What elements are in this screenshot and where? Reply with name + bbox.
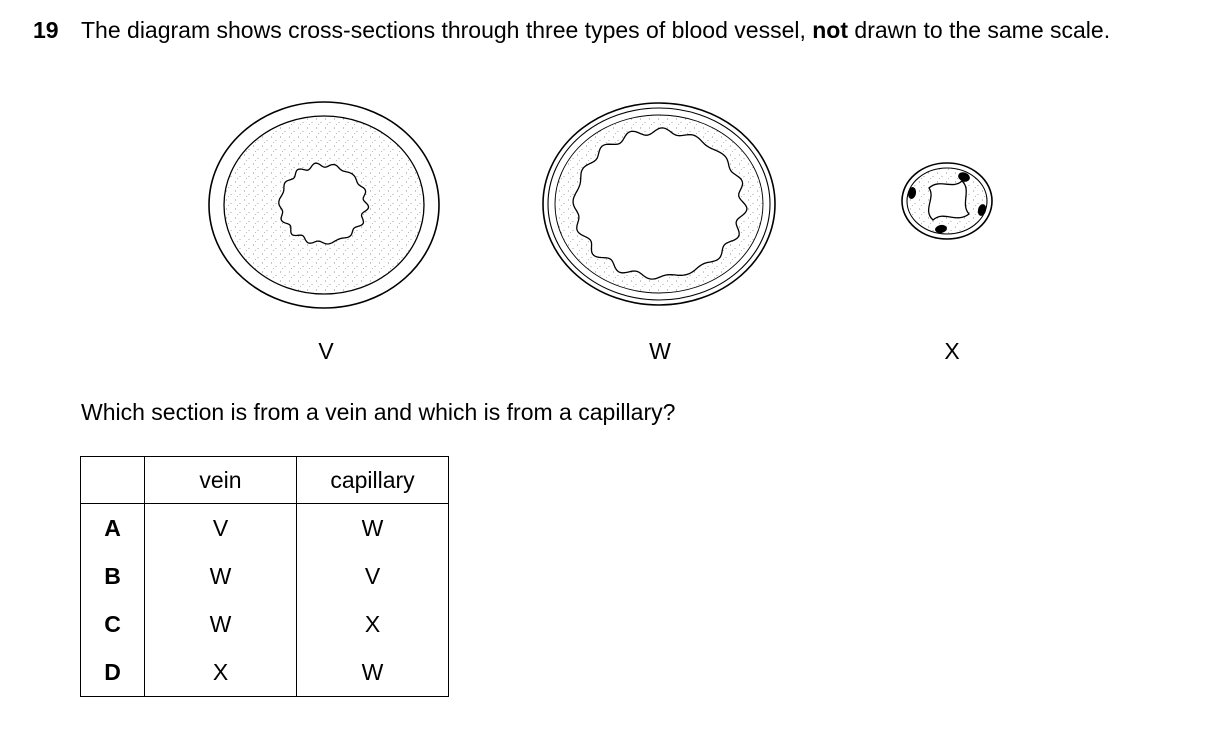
label-x: X [944, 338, 960, 364]
header-capillary: capillary [296, 456, 449, 504]
table-header-row: vein capillary [80, 456, 449, 504]
vessel-x-nucleus [935, 224, 947, 234]
stem-text-before: The diagram shows cross-sections through… [81, 17, 813, 43]
header-blank [80, 456, 145, 504]
label-v: V [318, 338, 334, 364]
question-number: 19 [33, 17, 59, 43]
blood-vessel-diagram [208, 101, 993, 309]
table-row: A V W [80, 503, 449, 552]
option-capillary: V [296, 552, 449, 600]
stem-text-after: drawn to the same scale. [848, 17, 1111, 43]
vessel-w-lumen [572, 127, 748, 280]
vessel-x-nucleus [977, 204, 987, 216]
header-vein: vein [144, 456, 297, 504]
option-key: A [80, 503, 145, 552]
option-key: B [80, 552, 145, 600]
option-capillary: W [296, 648, 449, 697]
table-row: C W X [80, 600, 449, 648]
option-vein: X [144, 648, 297, 697]
vessel-section-x [901, 162, 993, 240]
option-key: D [80, 648, 145, 697]
vessel-v-lumen [278, 162, 370, 245]
vessel-section-v [208, 101, 440, 309]
vessel-x-lumen [928, 180, 970, 221]
question-prompt: Which section is from a vein and which i… [81, 399, 676, 425]
option-capillary: W [296, 503, 449, 552]
option-vein: W [144, 600, 297, 648]
stem-emphasis: not [812, 17, 849, 43]
table-row: D X W [80, 648, 449, 697]
option-key: C [80, 600, 145, 648]
table-row: B W V [80, 552, 449, 600]
question-stem: The diagram shows cross-sections through… [81, 16, 1169, 45]
vessel-x-nucleus [907, 187, 917, 199]
vessel-x-nucleus [958, 172, 970, 182]
option-vein: W [144, 552, 297, 600]
vessel-section-w [542, 102, 776, 306]
option-capillary: X [296, 600, 449, 648]
option-vein: V [144, 503, 297, 552]
answer-options-table: vein capillary A V W B W V C W X D X W [80, 456, 449, 697]
label-w: W [649, 338, 671, 364]
